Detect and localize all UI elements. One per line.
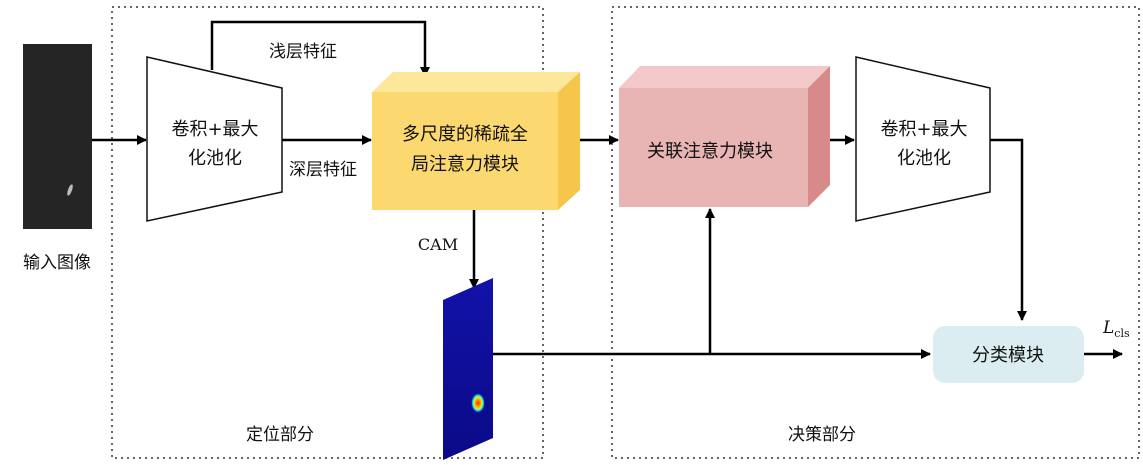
assoc-label: 关联注意力模块 [647, 141, 773, 162]
encoder-label-line2: 化池化 [188, 148, 242, 169]
shallow-feature-path [210, 20, 430, 77]
classifier-label: 分类模块 [972, 345, 1044, 366]
loss-L: L [1102, 318, 1114, 338]
classifier-block [933, 326, 1084, 383]
msgam-label-line1: 多尺度的稀疏全 [402, 124, 528, 145]
encoder2-block [855, 56, 991, 222]
decision-region-label: 决策部分 [788, 425, 856, 445]
deep-feature-label: 深层特征 [289, 160, 357, 180]
cam-label: CAM [418, 235, 458, 254]
loss-symbol: Lcls [1102, 318, 1130, 340]
encoder2-label-line1: 卷积+最大 [880, 119, 967, 140]
msgam-label-line2: 局注意力模块 [411, 154, 519, 175]
encoder-block [146, 56, 283, 222]
loss-subscript: cls [1114, 327, 1130, 340]
msgam-block [372, 72, 580, 210]
encoder2-label-line2: 化池化 [897, 148, 951, 169]
input-image-label: 输入图像 [23, 253, 91, 273]
input-image [23, 44, 92, 229]
arrow-encoder2-to-classifier [990, 138, 1027, 321]
assoc-block [619, 66, 830, 207]
encoder-label-line1: 卷积+最大 [171, 119, 258, 140]
shallow-feature-label: 浅层特征 [269, 42, 337, 62]
localization-region-label: 定位部分 [246, 425, 314, 445]
cam-heatmap [443, 278, 493, 460]
